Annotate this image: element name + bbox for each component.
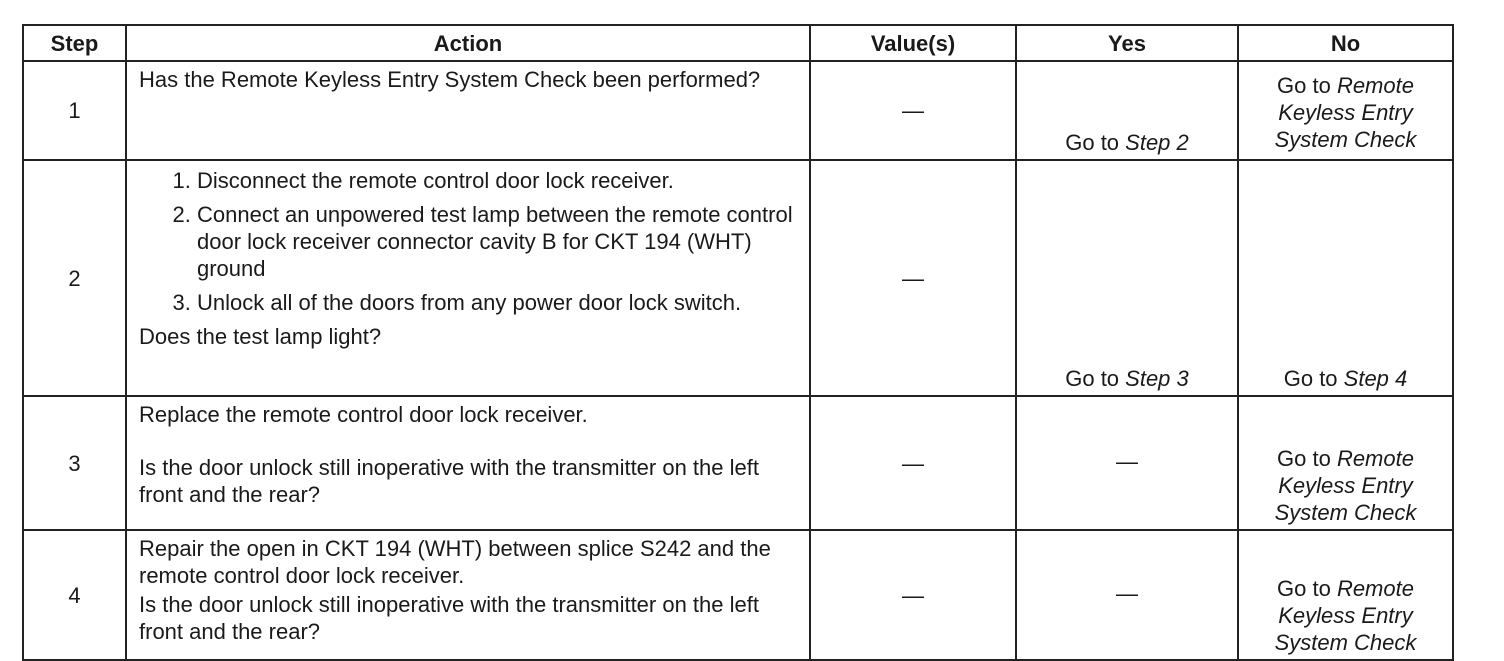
- no-prefix: Go to: [1277, 576, 1337, 601]
- header-step: Step: [22, 24, 127, 62]
- action-step-item: Disconnect the remote control door lock …: [197, 167, 799, 194]
- table-row: 1 Has the Remote Keyless Entry System Ch…: [22, 60, 1454, 161]
- value-cell: —: [809, 529, 1017, 661]
- action-step-item: Unlock all of the doors from any power d…: [197, 289, 799, 316]
- table-row: 3 Replace the remote control door lock r…: [22, 395, 1454, 531]
- no-link[interactable]: Remote Keyless Entry System Check: [1274, 576, 1417, 655]
- yes-cell: Go to Step 2: [1015, 60, 1239, 161]
- action-text: Repair the open in CKT 194 (WHT) between…: [139, 536, 771, 588]
- action-question: Is the door unlock still inoperative wit…: [139, 592, 759, 644]
- header-no: No: [1237, 24, 1454, 62]
- action-cell: Disconnect the remote control door lock …: [125, 159, 811, 397]
- step-number: 1: [22, 60, 127, 161]
- step-number: 4: [22, 529, 127, 661]
- header-row: Step Action Value(s) Yes No: [22, 24, 1454, 62]
- action-cell: Has the Remote Keyless Entry System Chec…: [125, 60, 811, 161]
- yes-cell: —: [1015, 529, 1239, 661]
- header-yes: Yes: [1015, 24, 1239, 62]
- diagnostic-table: Step Action Value(s) Yes No 1 Has the Re…: [22, 24, 1454, 661]
- action-text: Has the Remote Keyless Entry System Chec…: [139, 67, 761, 92]
- header-action: Action: [125, 24, 811, 62]
- no-cell: Go to Remote Keyless Entry System Check: [1237, 60, 1454, 161]
- value-cell: —: [809, 60, 1017, 161]
- value-cell: —: [809, 159, 1017, 397]
- yes-prefix: Go to: [1065, 366, 1126, 391]
- no-prefix: Go to: [1277, 446, 1337, 471]
- no-link[interactable]: Remote Keyless Entry System Check: [1274, 72, 1417, 152]
- value-cell: —: [809, 395, 1017, 531]
- yes-cell: Go to Step 3: [1015, 159, 1239, 397]
- action-cell: Replace the remote control door lock rec…: [125, 395, 811, 531]
- yes-link[interactable]: Step 2: [1125, 130, 1189, 155]
- table-row: 2 Disconnect the remote control door loc…: [22, 159, 1454, 397]
- spacer: [139, 428, 799, 454]
- header-values: Value(s): [809, 24, 1017, 62]
- action-step-list: Disconnect the remote control door lock …: [139, 167, 799, 316]
- no-cell: Go to Remote Keyless Entry System Check: [1237, 395, 1454, 531]
- diagnostic-table-container: Step Action Value(s) Yes No 1 Has the Re…: [22, 24, 1454, 661]
- action-question: Is the door unlock still inoperative wit…: [139, 455, 759, 507]
- action-cell: Repair the open in CKT 194 (WHT) between…: [125, 529, 811, 661]
- yes-link[interactable]: Step 3: [1125, 366, 1189, 391]
- no-cell: Go to Remote Keyless Entry System Check: [1237, 529, 1454, 661]
- action-step-item: Connect an unpowered test lamp between t…: [197, 201, 799, 282]
- action-question: Does the test lamp light?: [139, 324, 382, 349]
- no-link[interactable]: Step 4: [1343, 366, 1408, 391]
- action-text: Replace the remote control door lock rec…: [139, 402, 588, 427]
- yes-prefix: Go to: [1065, 130, 1126, 155]
- no-cell: Go to Step 4: [1237, 159, 1454, 397]
- step-number: 2: [22, 159, 127, 397]
- table-row: 4 Repair the open in CKT 194 (WHT) betwe…: [22, 529, 1454, 661]
- no-link[interactable]: Remote Keyless Entry System Check: [1274, 446, 1417, 525]
- yes-cell: —: [1015, 395, 1239, 531]
- no-prefix: Go to: [1277, 72, 1337, 98]
- no-prefix: Go to: [1283, 366, 1344, 391]
- step-number: 3: [22, 395, 127, 531]
